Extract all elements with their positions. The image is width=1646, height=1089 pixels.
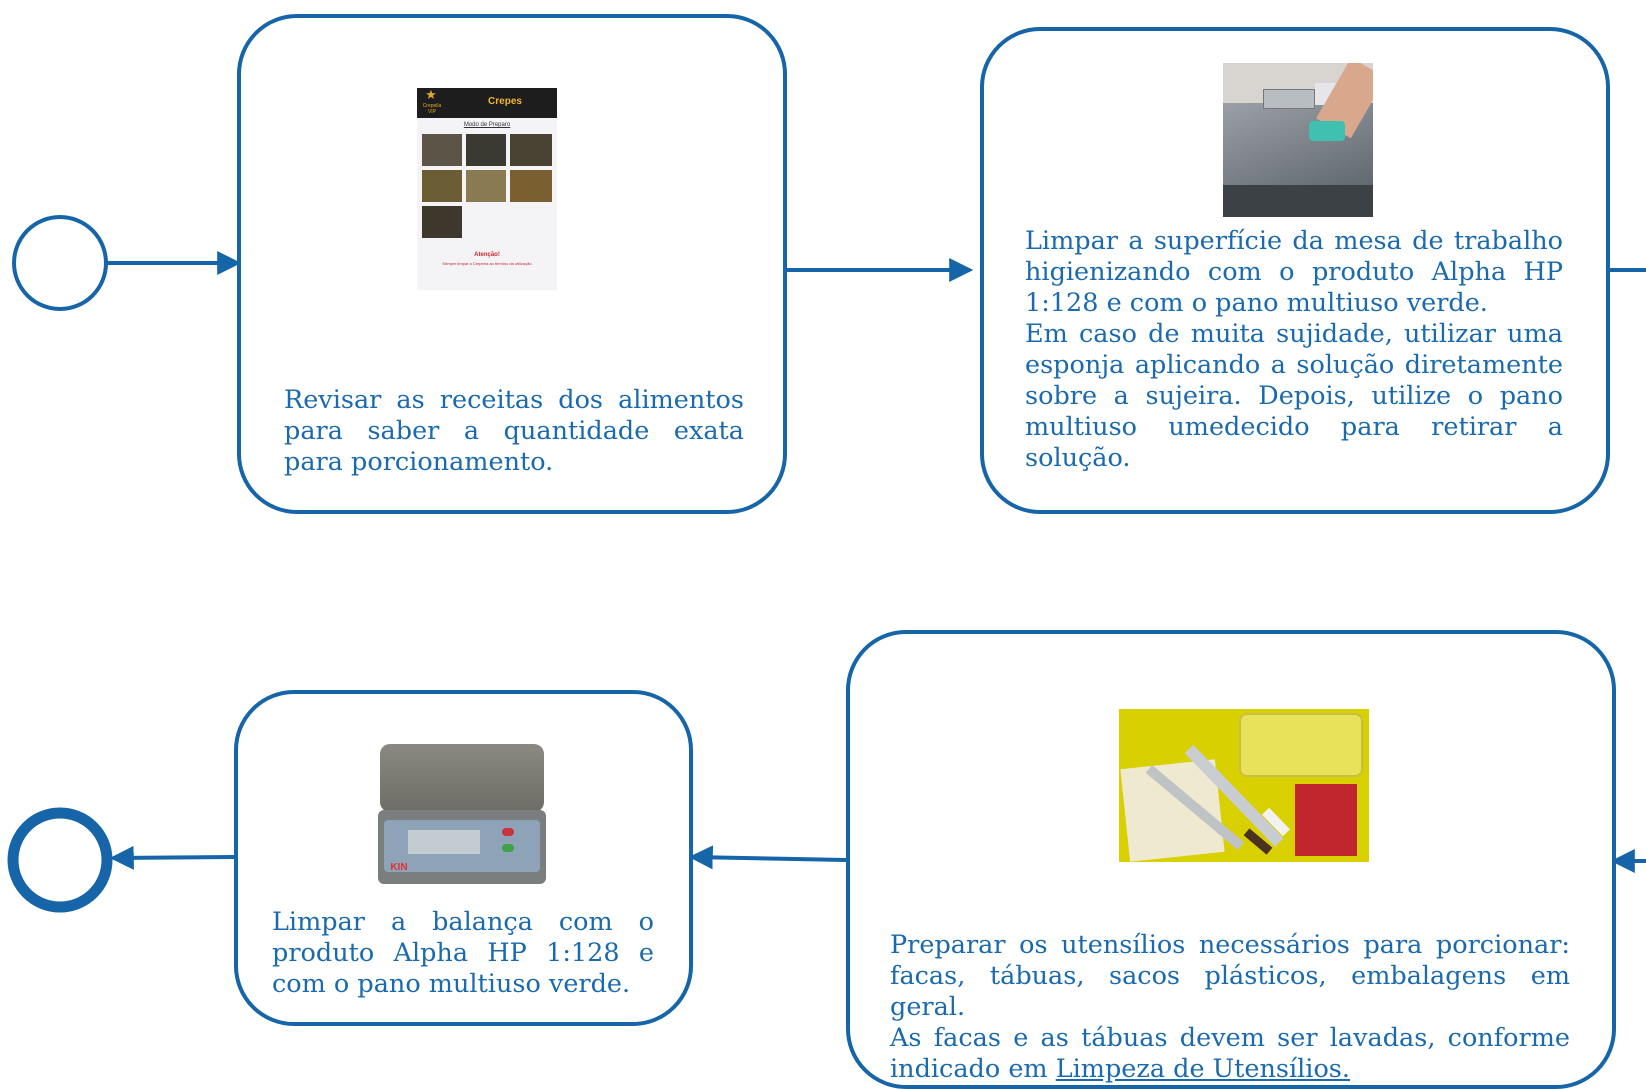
- recipe-step-thumb: [510, 170, 552, 202]
- step2-text: Limpar a superfície da mesa de trabalho …: [1025, 226, 1563, 474]
- arrow-step4-to-end: [109, 845, 235, 870]
- scale-platform: [380, 744, 544, 812]
- scale-button-red: [502, 828, 514, 836]
- scale-button-green: [502, 844, 514, 852]
- card-warning-title: Atenção!: [474, 252, 500, 258]
- step1-description: Revisar as receitas dos alimentos para s…: [284, 385, 744, 477]
- cleaning-table-photo: [1223, 63, 1373, 217]
- recipe-step-thumb: [466, 170, 506, 202]
- green-cloth: [1309, 121, 1345, 141]
- recipe-step-thumb: [422, 170, 462, 202]
- scale-on-table: [1263, 89, 1315, 109]
- card-brand: Crepeila VIP: [422, 103, 442, 115]
- card-header-bar: ★ Crepeila VIP Crepes: [417, 88, 557, 118]
- step1-text: Revisar as receitas dos alimentos para s…: [284, 385, 744, 478]
- recipe-step-thumb: [422, 134, 462, 166]
- step4-text: Limpar a balança com o produto Alpha HP …: [272, 907, 654, 1000]
- step3-paragraph2-text: As facas e as tábuas devem ser lavadas, …: [890, 1023, 1570, 1084]
- scale-brand: KIN: [390, 862, 408, 873]
- step2-paragraph2: Em caso de muita sujidade, utilizar uma …: [1025, 319, 1563, 473]
- recipe-step-thumb: [466, 134, 506, 166]
- step3-paragraph1: Preparar os utensílios necessários para …: [890, 930, 1570, 1022]
- card-warning-text: Sempre limpar a Crepeira ao término da u…: [442, 261, 532, 266]
- red-package: [1295, 784, 1357, 856]
- utensils-photo: [1119, 709, 1369, 862]
- table-edge: [1223, 185, 1373, 217]
- star-logo-icon: ★: [425, 88, 437, 103]
- limpeza-utensilios-link[interactable]: Limpeza de Utensílios.: [1055, 1054, 1350, 1084]
- card-header-title: Crepes: [488, 96, 522, 107]
- start-event: [12, 215, 108, 311]
- scale-photo: KIN: [372, 738, 552, 887]
- plastic-container: [1239, 713, 1363, 777]
- recipe-card-photo: ★ Crepeila VIP Crepes Modo de Preparo At…: [417, 88, 557, 290]
- card-subtitle: Modo de Preparo: [463, 122, 511, 128]
- arrow-step3-to-step4: [688, 845, 847, 870]
- end-event: [7, 807, 113, 913]
- recipe-step-thumb: [510, 134, 552, 166]
- recipe-step-thumb: [422, 206, 462, 238]
- scale-lcd: [408, 830, 480, 854]
- step3-paragraph2: As facas e as tábuas devem ser lavadas, …: [890, 1023, 1570, 1085]
- step4-description: Limpar a balança com o produto Alpha HP …: [272, 907, 654, 999]
- step3-text: Preparar os utensílios necessários para …: [890, 930, 1570, 1085]
- step2-paragraph1: Limpar a superfície da mesa de trabalho …: [1025, 226, 1563, 318]
